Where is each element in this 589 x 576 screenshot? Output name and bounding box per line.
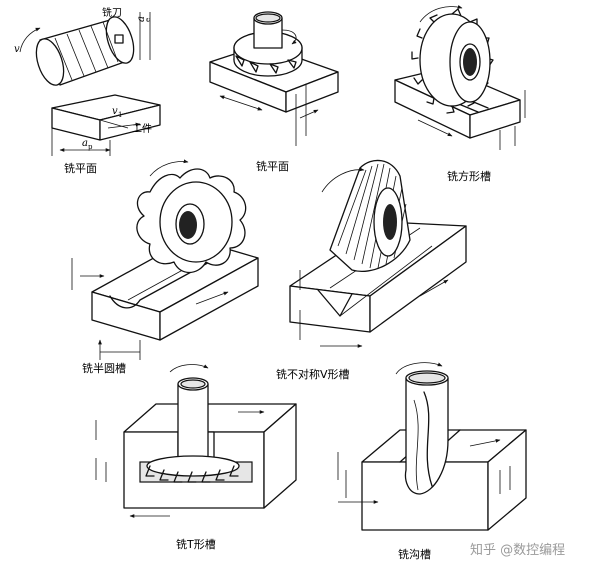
end-mill-icon [404,370,449,495]
convex-mill-cutter-icon [136,168,247,274]
caption-v-slot: 铣不对称V形槽 [276,367,350,381]
helical-mill-cutter-icon [35,16,135,86]
workpiece-block-6 [123,403,297,509]
caption-t-slot: 铣T形槽 [176,537,216,551]
caption-square-slot: 铣方形槽 [447,169,491,183]
watermark: 知乎 @数控编程 [470,542,565,558]
panel-plain-milling-helical [19,12,161,156]
panel-t-slot [95,364,297,518]
ap-subscript: p [88,143,93,151]
panel-round-slot [71,159,259,360]
panel-v-slot [289,159,467,346]
face-mill-cutter-icon [233,11,303,77]
workpiece-block-7 [361,429,527,531]
caption-flat1: 铣平面 [64,161,97,175]
ae-symbol: a [136,16,147,22]
v1-subscript: 1 [118,111,122,119]
caption-flat2: 铣平面 [256,159,289,173]
panel-keyway [337,362,527,531]
disc-mill-cutter-icon [411,8,494,114]
t-slot-cutter-icon [145,377,240,483]
cutter-label: 铣刀 [102,6,122,19]
workpiece-label: 工件 [132,123,152,135]
ap-symbol: a [82,138,88,149]
v1-symbol: v [112,106,118,117]
workpiece-block [51,94,161,141]
caption-round-slot: 铣半圆槽 [82,361,126,375]
v-symbol: v [14,44,20,55]
panel-square-slot [394,4,526,150]
ae-subscript: e [144,18,152,22]
panel-face-milling [209,11,339,146]
caption-keyway: 铣沟槽 [398,547,431,561]
angle-mill-cutter-icon [329,159,411,272]
